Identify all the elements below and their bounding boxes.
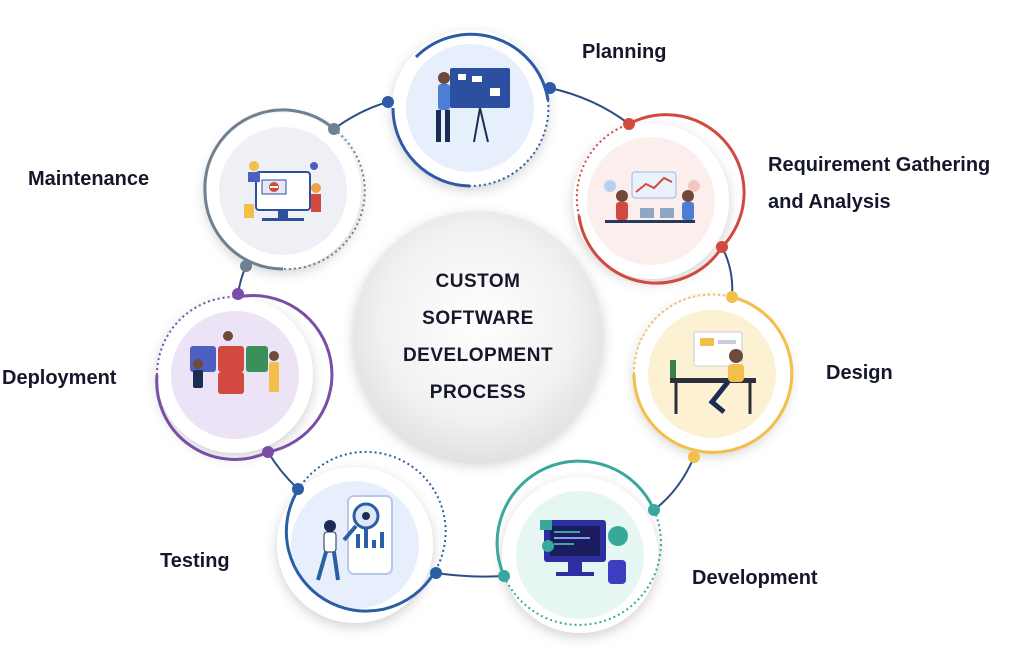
- dot-requirement-start: [623, 118, 635, 130]
- dot-planning-end: [544, 82, 556, 94]
- connector-segment: [721, 246, 734, 298]
- center-hub: CUSTOM SOFTWARE DEVELOPMENT PROCESS: [353, 211, 603, 461]
- code-monitor-illustration: [540, 520, 628, 584]
- label-planning: Planning: [582, 41, 666, 63]
- connector-segment: [435, 572, 505, 578]
- dot-maintenance-start: [240, 260, 252, 272]
- connector-dots: [232, 82, 738, 582]
- label-development: Development: [692, 567, 818, 589]
- step-maintenance[interactable]: [203, 108, 366, 271]
- puzzle-team-illustration: [190, 331, 279, 394]
- step-requirement[interactable]: [573, 113, 746, 285]
- bug-magnifier-illustration: [316, 495, 393, 581]
- designer-desk-illustration: [670, 331, 756, 414]
- dot-design-end: [688, 451, 700, 463]
- connector-segment: [549, 87, 630, 125]
- label-requirement-line-2: and Analysis: [768, 191, 891, 213]
- step-nodes: [155, 30, 794, 633]
- label-deployment: Deployment: [2, 367, 117, 389]
- center-line-3: DEVELOPMENT: [403, 345, 553, 366]
- center-line-1: CUSTOM: [436, 271, 521, 292]
- meeting-analysis-illustration: [604, 171, 700, 223]
- dot-testing-start: [430, 567, 442, 579]
- label-maintenance: Maintenance: [28, 168, 149, 190]
- connector-segment: [267, 451, 299, 490]
- dot-development-start: [648, 504, 660, 516]
- connector-segment: [653, 456, 695, 511]
- maintenance-monitor-illustration: [244, 161, 321, 221]
- dot-planning-start: [382, 96, 394, 108]
- step-deployment[interactable]: [155, 294, 334, 461]
- label-requirement-line-1: Requirement Gathering: [768, 154, 990, 176]
- step-development[interactable]: [495, 459, 662, 633]
- dot-maintenance-end: [328, 123, 340, 135]
- dot-testing-end: [292, 483, 304, 495]
- connector-segment: [333, 101, 389, 130]
- dot-deployment-end: [232, 288, 244, 300]
- dot-deployment-start: [262, 446, 274, 458]
- step-labels: Planning Requirement Gathering and Analy…: [2, 41, 990, 589]
- center-line-4: PROCESS: [430, 382, 526, 403]
- dot-development-end: [498, 570, 510, 582]
- dot-requirement-end: [716, 241, 728, 253]
- dot-design-start: [726, 291, 738, 303]
- label-design: Design: [826, 362, 893, 384]
- center-line-2: SOFTWARE: [422, 308, 534, 329]
- step-design[interactable]: [632, 293, 794, 454]
- step-planning[interactable]: [391, 30, 550, 188]
- step-testing[interactable]: [277, 450, 447, 623]
- planning-whiteboard-illustration: [436, 68, 510, 143]
- label-testing: Testing: [160, 550, 230, 572]
